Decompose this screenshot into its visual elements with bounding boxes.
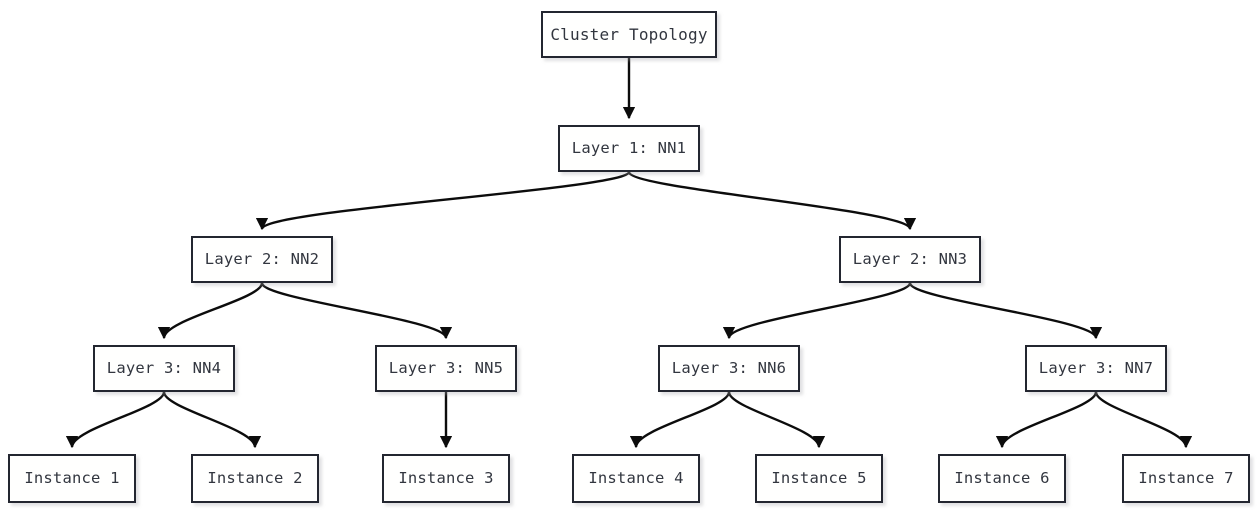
node-label-nn1: Layer 1: NN1 (571, 138, 687, 157)
node-inst5[interactable]: Instance 5 (755, 454, 883, 503)
node-label-inst5: Instance 5 (771, 468, 867, 487)
edge-nn1-to-nn2 (255, 170, 631, 231)
node-label-nn3: Layer 2: NN3 (852, 249, 968, 268)
node-label-nn2: Layer 2: NN2 (204, 249, 320, 268)
edge-nn1-to-nn3 (627, 170, 917, 231)
edge-nn4-to-inst1 (65, 391, 166, 449)
node-label-nn5: Layer 3: NN5 (388, 358, 504, 377)
node-label-inst7: Instance 7 (1138, 468, 1234, 487)
node-inst6[interactable]: Instance 6 (938, 454, 1066, 503)
node-nn4[interactable]: Layer 3: NN4 (93, 345, 235, 392)
edge-nn7-to-inst6 (995, 391, 1098, 449)
node-inst1[interactable]: Instance 1 (8, 454, 136, 503)
node-nn6[interactable]: Layer 3: NN6 (658, 345, 800, 392)
edge-nn7-to-inst7 (1094, 391, 1193, 449)
node-label-inst3: Instance 3 (398, 468, 494, 487)
edge-nn6-to-inst4 (629, 391, 731, 449)
node-label-nn4: Layer 3: NN4 (106, 358, 222, 377)
node-label-inst1: Instance 1 (24, 468, 120, 487)
node-nn1[interactable]: Layer 1: NN1 (558, 125, 700, 172)
node-label-inst2: Instance 2 (207, 468, 303, 487)
node-label-inst6: Instance 6 (954, 468, 1050, 487)
edge-nn3-to-nn7 (908, 282, 1103, 340)
edge-nn2-to-nn4 (157, 282, 264, 340)
edge-nn4-to-inst2 (162, 391, 262, 449)
node-label-root: Cluster Topology (550, 24, 708, 44)
node-inst3[interactable]: Instance 3 (382, 454, 510, 503)
node-label-nn6: Layer 3: NN6 (671, 358, 787, 377)
node-inst7[interactable]: Instance 7 (1122, 454, 1250, 503)
node-nn7[interactable]: Layer 3: NN7 (1025, 345, 1167, 392)
edge-nn6-to-inst5 (727, 391, 826, 449)
edge-nn3-to-nn6 (722, 282, 912, 340)
node-label-nn7: Layer 3: NN7 (1038, 358, 1154, 377)
node-inst2[interactable]: Instance 2 (191, 454, 319, 503)
node-nn2[interactable]: Layer 2: NN2 (191, 236, 333, 283)
edge-nn2-to-nn5 (260, 282, 453, 340)
node-nn3[interactable]: Layer 2: NN3 (839, 236, 981, 283)
node-inst4[interactable]: Instance 4 (572, 454, 700, 503)
node-root[interactable]: Cluster Topology (541, 11, 717, 58)
node-label-inst4: Instance 4 (588, 468, 684, 487)
node-nn5[interactable]: Layer 3: NN5 (375, 345, 517, 392)
